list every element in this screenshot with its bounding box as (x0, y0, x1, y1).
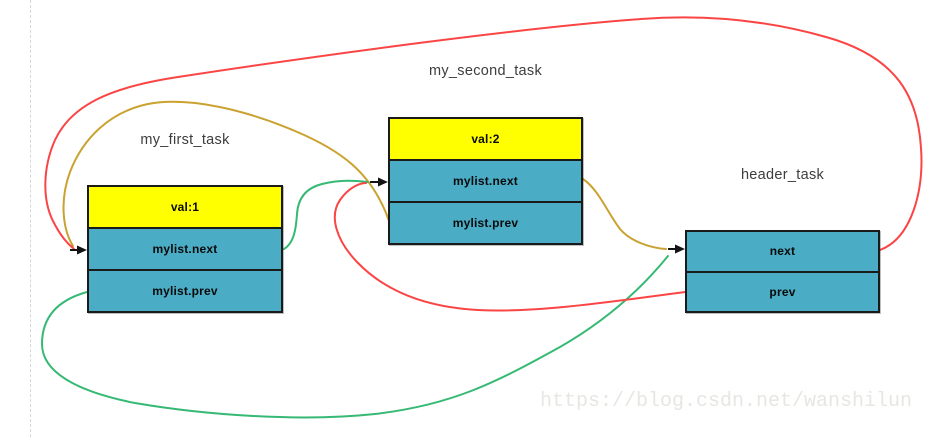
cell-header-next: next (687, 232, 878, 271)
node-title-my-second-task: my_second_task (428, 63, 542, 79)
edge-red-header-next-to-first-next (44, 16, 923, 251)
node-title-my-first-task: my_first_task (140, 132, 230, 148)
cell-second-prev: mylist.prev (390, 201, 581, 243)
edge-yellow-second-prev-to-first-next (62, 100, 390, 247)
edge-green-first-prev-to-header-next (40, 255, 669, 419)
node-header-task: next prev (685, 230, 880, 313)
edge-yellow-second-next-to-header-next (582, 178, 667, 250)
cell-first-prev: mylist.prev (89, 269, 281, 311)
node-my-first-task: val:1 mylist.next mylist.prev (87, 185, 283, 313)
cell-first-next: mylist.next (89, 227, 281, 269)
node-my-second-task: val:2 mylist.next mylist.prev (388, 117, 583, 245)
cell-second-next: mylist.next (390, 159, 581, 201)
node-title-header-task: header_task (740, 167, 825, 183)
edge-red-header-prev-to-second-next (333, 182, 686, 312)
cell-first-val: val:1 (89, 187, 281, 227)
watermark-url: https://blog.csdn.net/wanshilun (540, 390, 913, 413)
cell-second-val: val:2 (390, 119, 581, 159)
cell-header-prev: prev (687, 270, 878, 311)
page-margin-dashed-line (30, 0, 31, 437)
edge-green-first-next-to-second-next (283, 179, 369, 250)
